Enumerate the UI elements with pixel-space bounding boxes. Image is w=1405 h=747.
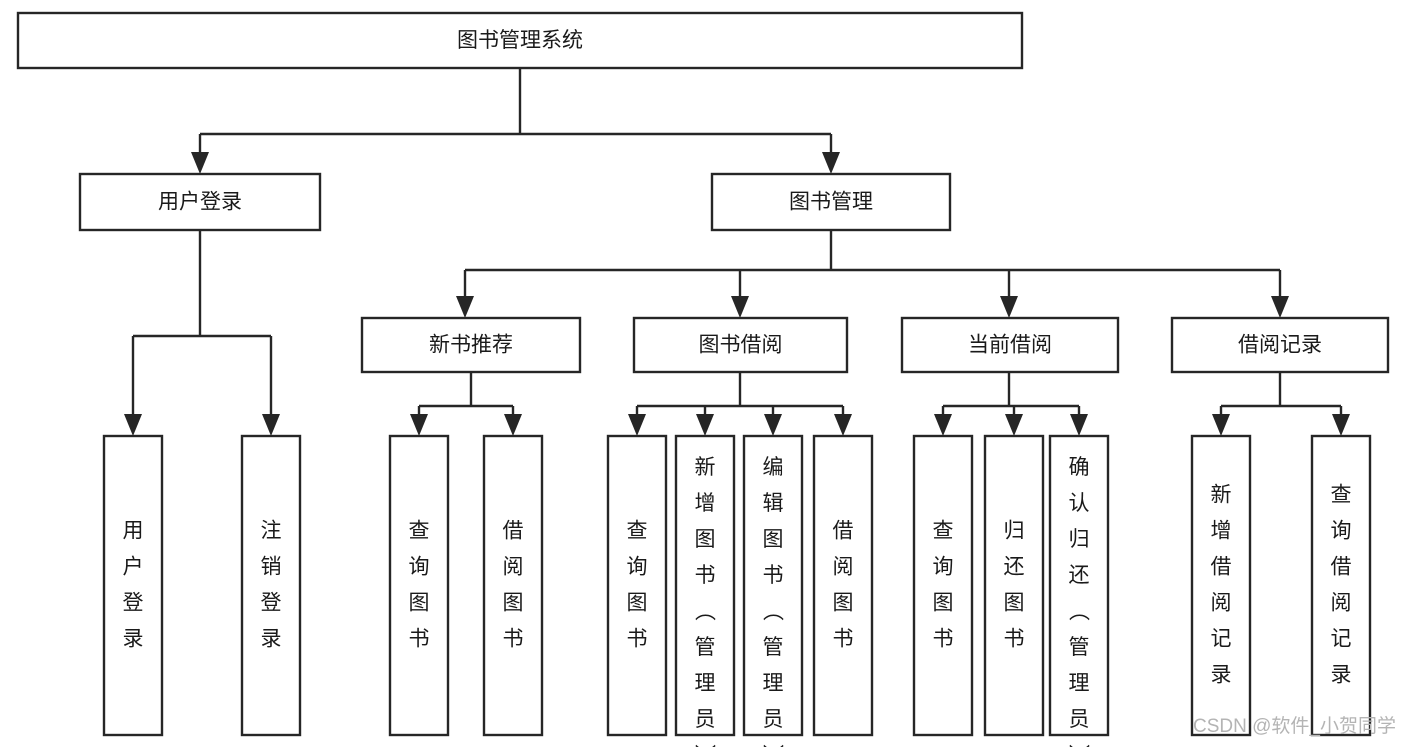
- node-leaf-add-record[interactable]: 新增借阅记录: [1190, 434, 1252, 737]
- arrow-head-icon: [628, 414, 646, 436]
- node-box-leaf-query-record[interactable]: [1310, 434, 1372, 737]
- connector-root-to-level1: [191, 68, 840, 174]
- node-box-book-borrow[interactable]: [632, 316, 849, 374]
- node-new-book-rec[interactable]: 新书推荐: [360, 316, 582, 374]
- node-label-leaf-query-record: 查询借阅记录: [1331, 483, 1352, 686]
- arrow-head-icon: [124, 414, 142, 436]
- node-leaf-logout[interactable]: 注销登录: [240, 434, 302, 737]
- arrow-head-icon: [1332, 414, 1350, 436]
- node-box-leaf-query-book-2[interactable]: [606, 434, 668, 737]
- arrow-head-icon: [191, 152, 209, 174]
- arrow-head-icon: [696, 414, 714, 436]
- node-root[interactable]: 图书管理系统: [16, 11, 1024, 70]
- node-box-borrow-record[interactable]: [1170, 316, 1390, 374]
- node-user-login[interactable]: 用户登录: [78, 172, 322, 232]
- node-current-borrow[interactable]: 当前借阅: [900, 316, 1120, 374]
- node-box-leaf-edit-book[interactable]: [742, 434, 804, 737]
- node-book-borrow[interactable]: 图书借阅: [632, 316, 849, 374]
- node-label-leaf-logout: 注销登录: [261, 519, 282, 650]
- node-label-leaf-user-login: 用户登录: [123, 519, 144, 650]
- connector-user-login-to-leaves: [124, 230, 280, 436]
- node-leaf-query-book-1[interactable]: 查询图书: [388, 434, 450, 737]
- connector-borrow-record-to-leaves: [1212, 372, 1350, 436]
- connector-book-manage-to-level2: [456, 230, 1289, 318]
- node-borrow-record[interactable]: 借阅记录: [1170, 316, 1390, 374]
- arrow-head-icon: [1005, 414, 1023, 436]
- arrow-head-icon: [1070, 414, 1088, 436]
- node-box-root[interactable]: [16, 11, 1024, 70]
- connector-new-book-rec-to-leaves: [410, 372, 522, 436]
- node-label-leaf-add-record: 新增借阅记录: [1211, 483, 1232, 686]
- arrow-head-icon: [822, 152, 840, 174]
- node-box-leaf-confirm-return[interactable]: [1048, 434, 1110, 737]
- node-box-leaf-user-login[interactable]: [102, 434, 164, 737]
- node-leaf-user-login[interactable]: 用户登录: [102, 434, 164, 737]
- node-box-leaf-logout[interactable]: [240, 434, 302, 737]
- node-leaf-add-book[interactable]: 新增图书（管理员）: [674, 434, 736, 747]
- node-box-current-borrow[interactable]: [900, 316, 1120, 374]
- node-label-borrow-record: 借阅记录: [1238, 334, 1322, 357]
- node-label-leaf-borrow-book-1: 借阅图书: [503, 519, 524, 650]
- arrow-head-icon: [1271, 296, 1289, 318]
- node-box-leaf-borrow-book-1[interactable]: [482, 434, 544, 737]
- node-label-root: 图书管理系统: [457, 29, 583, 52]
- node-box-leaf-add-book[interactable]: [674, 434, 736, 737]
- node-box-leaf-return-book[interactable]: [983, 434, 1045, 737]
- node-box-leaf-query-book-1[interactable]: [388, 434, 450, 737]
- arrow-head-icon: [934, 414, 952, 436]
- node-leaf-edit-book[interactable]: 编辑图书（管理员）: [742, 434, 804, 747]
- node-label-leaf-query-book-3: 查询图书: [933, 519, 954, 650]
- node-leaf-query-book-2[interactable]: 查询图书: [606, 434, 668, 737]
- node-book-manage[interactable]: 图书管理: [710, 172, 952, 232]
- node-label-leaf-query-book-2: 查询图书: [627, 519, 648, 650]
- node-leaf-borrow-book-1[interactable]: 借阅图书: [482, 434, 544, 737]
- node-box-leaf-borrow-book-2[interactable]: [812, 434, 874, 737]
- node-label-current-borrow: 当前借阅: [968, 334, 1052, 357]
- node-box-user-login[interactable]: [78, 172, 322, 232]
- node-box-leaf-query-book-3[interactable]: [912, 434, 974, 737]
- arrow-head-icon: [764, 414, 782, 436]
- arrow-head-icon: [504, 414, 522, 436]
- arrow-head-icon: [262, 414, 280, 436]
- arrow-head-icon: [731, 296, 749, 318]
- node-label-leaf-return-book: 归还图书: [1004, 519, 1025, 650]
- node-leaf-query-book-3[interactable]: 查询图书: [912, 434, 974, 737]
- node-box-leaf-add-record[interactable]: [1190, 434, 1252, 737]
- connector-current-borrow-to-leaves: [934, 372, 1088, 436]
- arrow-head-icon: [456, 296, 474, 318]
- node-box-book-manage[interactable]: [710, 172, 952, 232]
- node-box-new-book-rec[interactable]: [360, 316, 582, 374]
- nodes-layer: 图书管理系统用户登录图书管理新书推荐图书借阅当前借阅借阅记录用户登录注销登录查询…: [16, 11, 1390, 747]
- node-label-leaf-add-book: 新增图书（管理员）: [695, 456, 717, 747]
- node-label-new-book-rec: 新书推荐: [429, 334, 513, 357]
- arrow-head-icon: [834, 414, 852, 436]
- node-label-leaf-query-book-1: 查询图书: [409, 519, 430, 650]
- node-leaf-confirm-return[interactable]: 确认归还（管理员）: [1048, 434, 1110, 747]
- connectors-layer: [124, 68, 1350, 436]
- node-leaf-return-book[interactable]: 归还图书: [983, 434, 1045, 737]
- arrow-head-icon: [1212, 414, 1230, 436]
- arrow-head-icon: [410, 414, 428, 436]
- node-leaf-borrow-book-2[interactable]: 借阅图书: [812, 434, 874, 737]
- node-label-book-borrow: 图书借阅: [699, 334, 783, 357]
- watermark-label: CSDN @软件_小贺同学: [1193, 715, 1396, 737]
- node-label-leaf-confirm-return: 确认归还（管理员）: [1069, 456, 1091, 747]
- node-label-book-manage: 图书管理: [789, 191, 873, 214]
- node-label-user-login: 用户登录: [158, 191, 242, 214]
- node-label-leaf-edit-book: 编辑图书（管理员）: [763, 456, 785, 747]
- node-leaf-query-record[interactable]: 查询借阅记录: [1310, 434, 1372, 737]
- arrow-head-icon: [1000, 296, 1018, 318]
- connector-book-borrow-to-leaves: [628, 372, 852, 436]
- node-label-leaf-borrow-book-2: 借阅图书: [833, 519, 854, 650]
